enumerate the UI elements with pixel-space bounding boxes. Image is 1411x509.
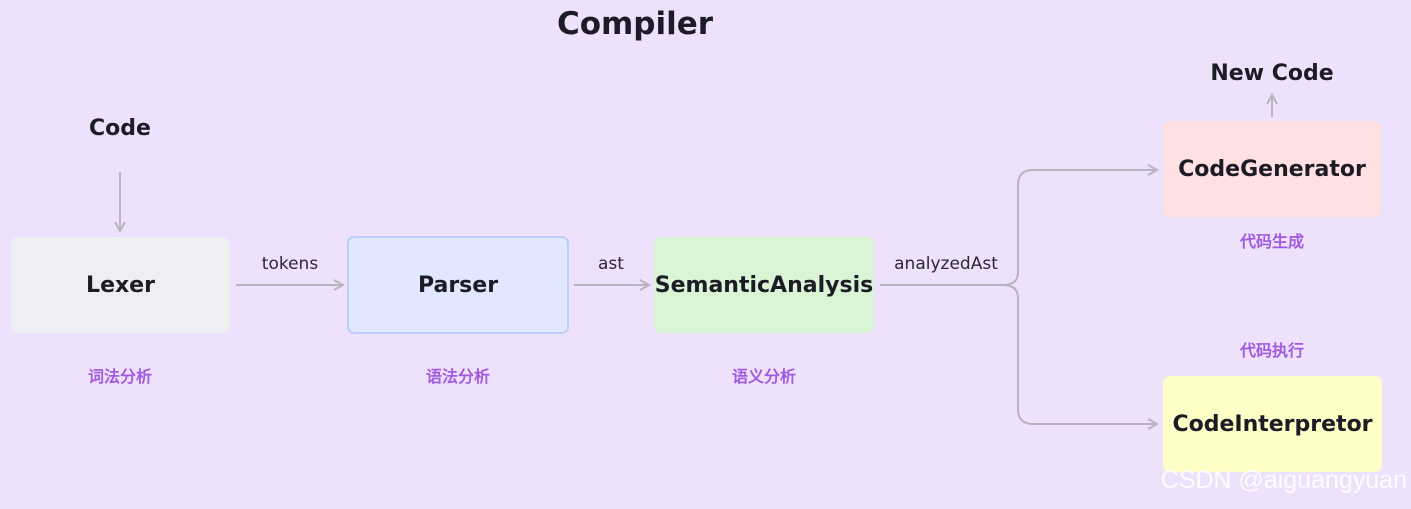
watermark: CSDN @aiguangyuan [1160,466,1407,494]
input-code-label: Code [89,116,151,141]
edge-to-interpreter [1017,298,1157,424]
diagram-title: Compiler [556,6,714,42]
edge-label-ast: ast [598,254,624,274]
node-code-generator[interactable]: CodeGenerator [1163,121,1381,217]
note-lexer: 词法分析 [87,367,152,386]
node-parser[interactable]: Parser [347,236,569,334]
node-lexer[interactable]: Lexer [11,237,230,333]
node-semantic-analysis-label: SemanticAnalysis [654,272,874,298]
note-semantic-analysis: 语义分析 [731,367,796,386]
node-code-interpretor[interactable]: CodeInterpretor [1163,376,1382,472]
node-code-interpretor-label: CodeInterpretor [1172,411,1373,437]
note-code-interpretor: 代码执行 [1239,341,1304,360]
edge-label-analyzed-ast: analyzedAst [894,254,998,274]
edge-analyzed-ast-lower-trunk [1002,284,1019,299]
node-parser-label: Parser [417,272,499,298]
edge-to-generator [1017,170,1157,272]
node-code-generator-label: CodeGenerator [1178,156,1366,182]
edge-label-tokens: tokens [261,254,319,274]
note-parser: 语法分析 [425,367,490,386]
output-new-code-label: New Code [1210,61,1334,86]
note-code-generator: 代码生成 [1239,232,1304,251]
node-semantic-analysis[interactable]: SemanticAnalysis [654,237,874,333]
node-lexer-label: Lexer [86,272,155,298]
